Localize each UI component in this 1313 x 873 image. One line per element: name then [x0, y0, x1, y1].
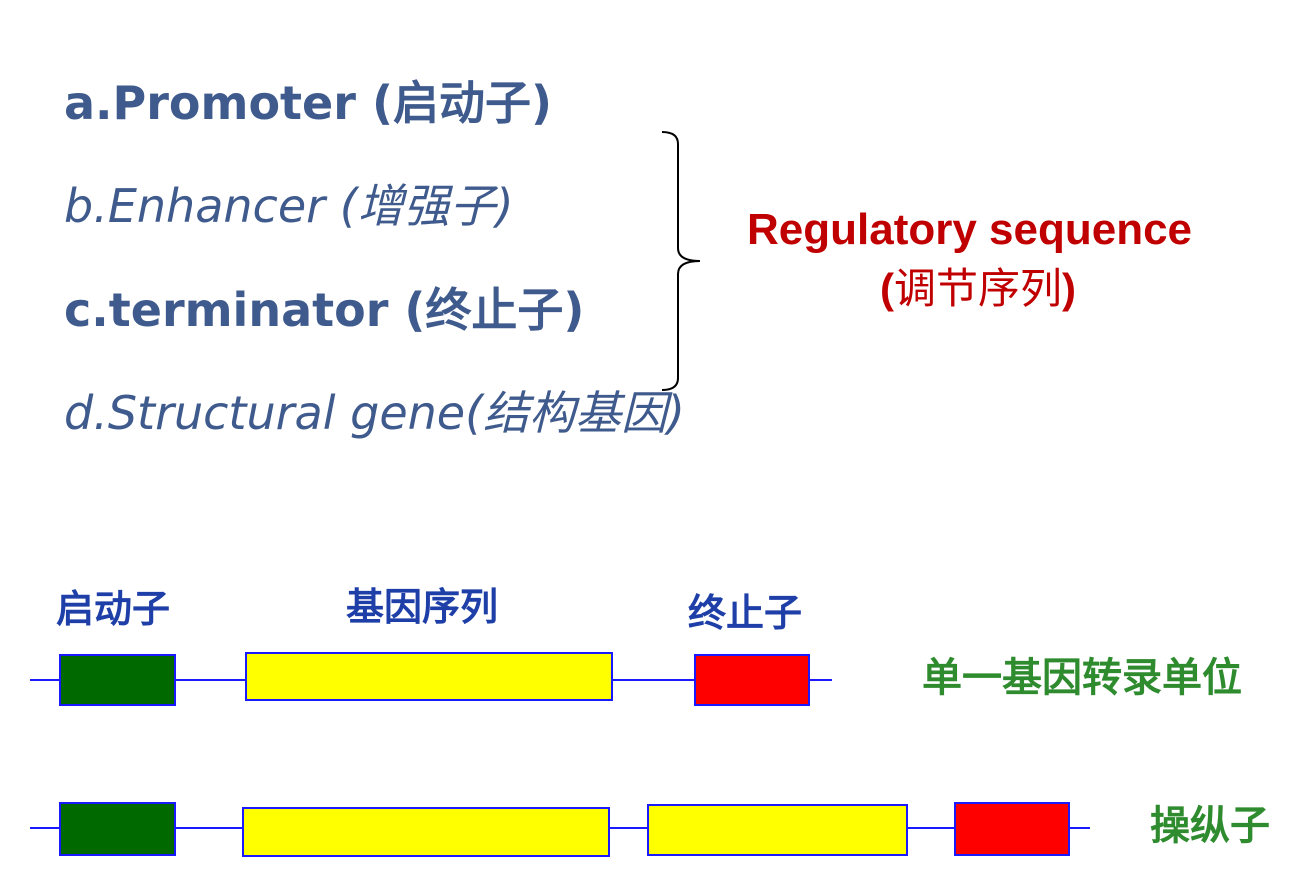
term-structural-gene-name: Structural gene — [107, 386, 466, 440]
terminator-box — [954, 802, 1070, 856]
term-structural-gene-letter: d. — [64, 386, 108, 440]
term-structural-gene-cn: (结构基因) — [465, 386, 685, 440]
term-structural-gene: d.Structural gene(结构基因) — [64, 390, 685, 436]
single-unit-row — [30, 652, 832, 706]
regulatory-sequence-title: Regulatory sequence — [747, 205, 1193, 254]
term-promoter: a.Promoter (启动子) — [64, 80, 552, 126]
label-promoter: 启动子 — [56, 587, 171, 631]
regulatory-sequence-cn: 调节序列 — [894, 265, 1063, 312]
operon-row — [30, 802, 1090, 857]
term-terminator: c.terminator (终止子) — [64, 287, 584, 333]
term-terminator-name: terminator — [108, 283, 389, 337]
gene-box — [245, 652, 613, 701]
regulatory-sequence-subtitle: (调节序列) — [880, 265, 1077, 312]
term-terminator-cn: (终止子) — [404, 283, 585, 337]
operon-label: 操纵子 — [1150, 803, 1270, 849]
term-enhancer-cn: (增强子) — [339, 179, 514, 233]
gene-box — [647, 804, 908, 856]
promoter-box — [59, 654, 176, 706]
right-brace — [661, 131, 701, 391]
term-promoter-letter: a. — [64, 76, 113, 130]
terminator-box — [694, 654, 810, 706]
gene-box — [242, 807, 610, 857]
promoter-box — [59, 802, 176, 856]
single-gene-transcription-unit-label: 单一基因转录单位 — [922, 655, 1242, 701]
term-enhancer-letter: b. — [64, 179, 108, 233]
term-terminator-letter: c. — [64, 283, 109, 337]
term-enhancer: b.Enhancer (增强子) — [64, 183, 514, 229]
term-promoter-cn: (启动子) — [371, 76, 552, 130]
term-enhancer-name: Enhancer — [107, 179, 326, 233]
label-terminator: 终止子 — [688, 591, 803, 635]
term-promoter-name: Promoter — [112, 76, 356, 130]
label-gene-sequence: 基因序列 — [346, 585, 499, 629]
